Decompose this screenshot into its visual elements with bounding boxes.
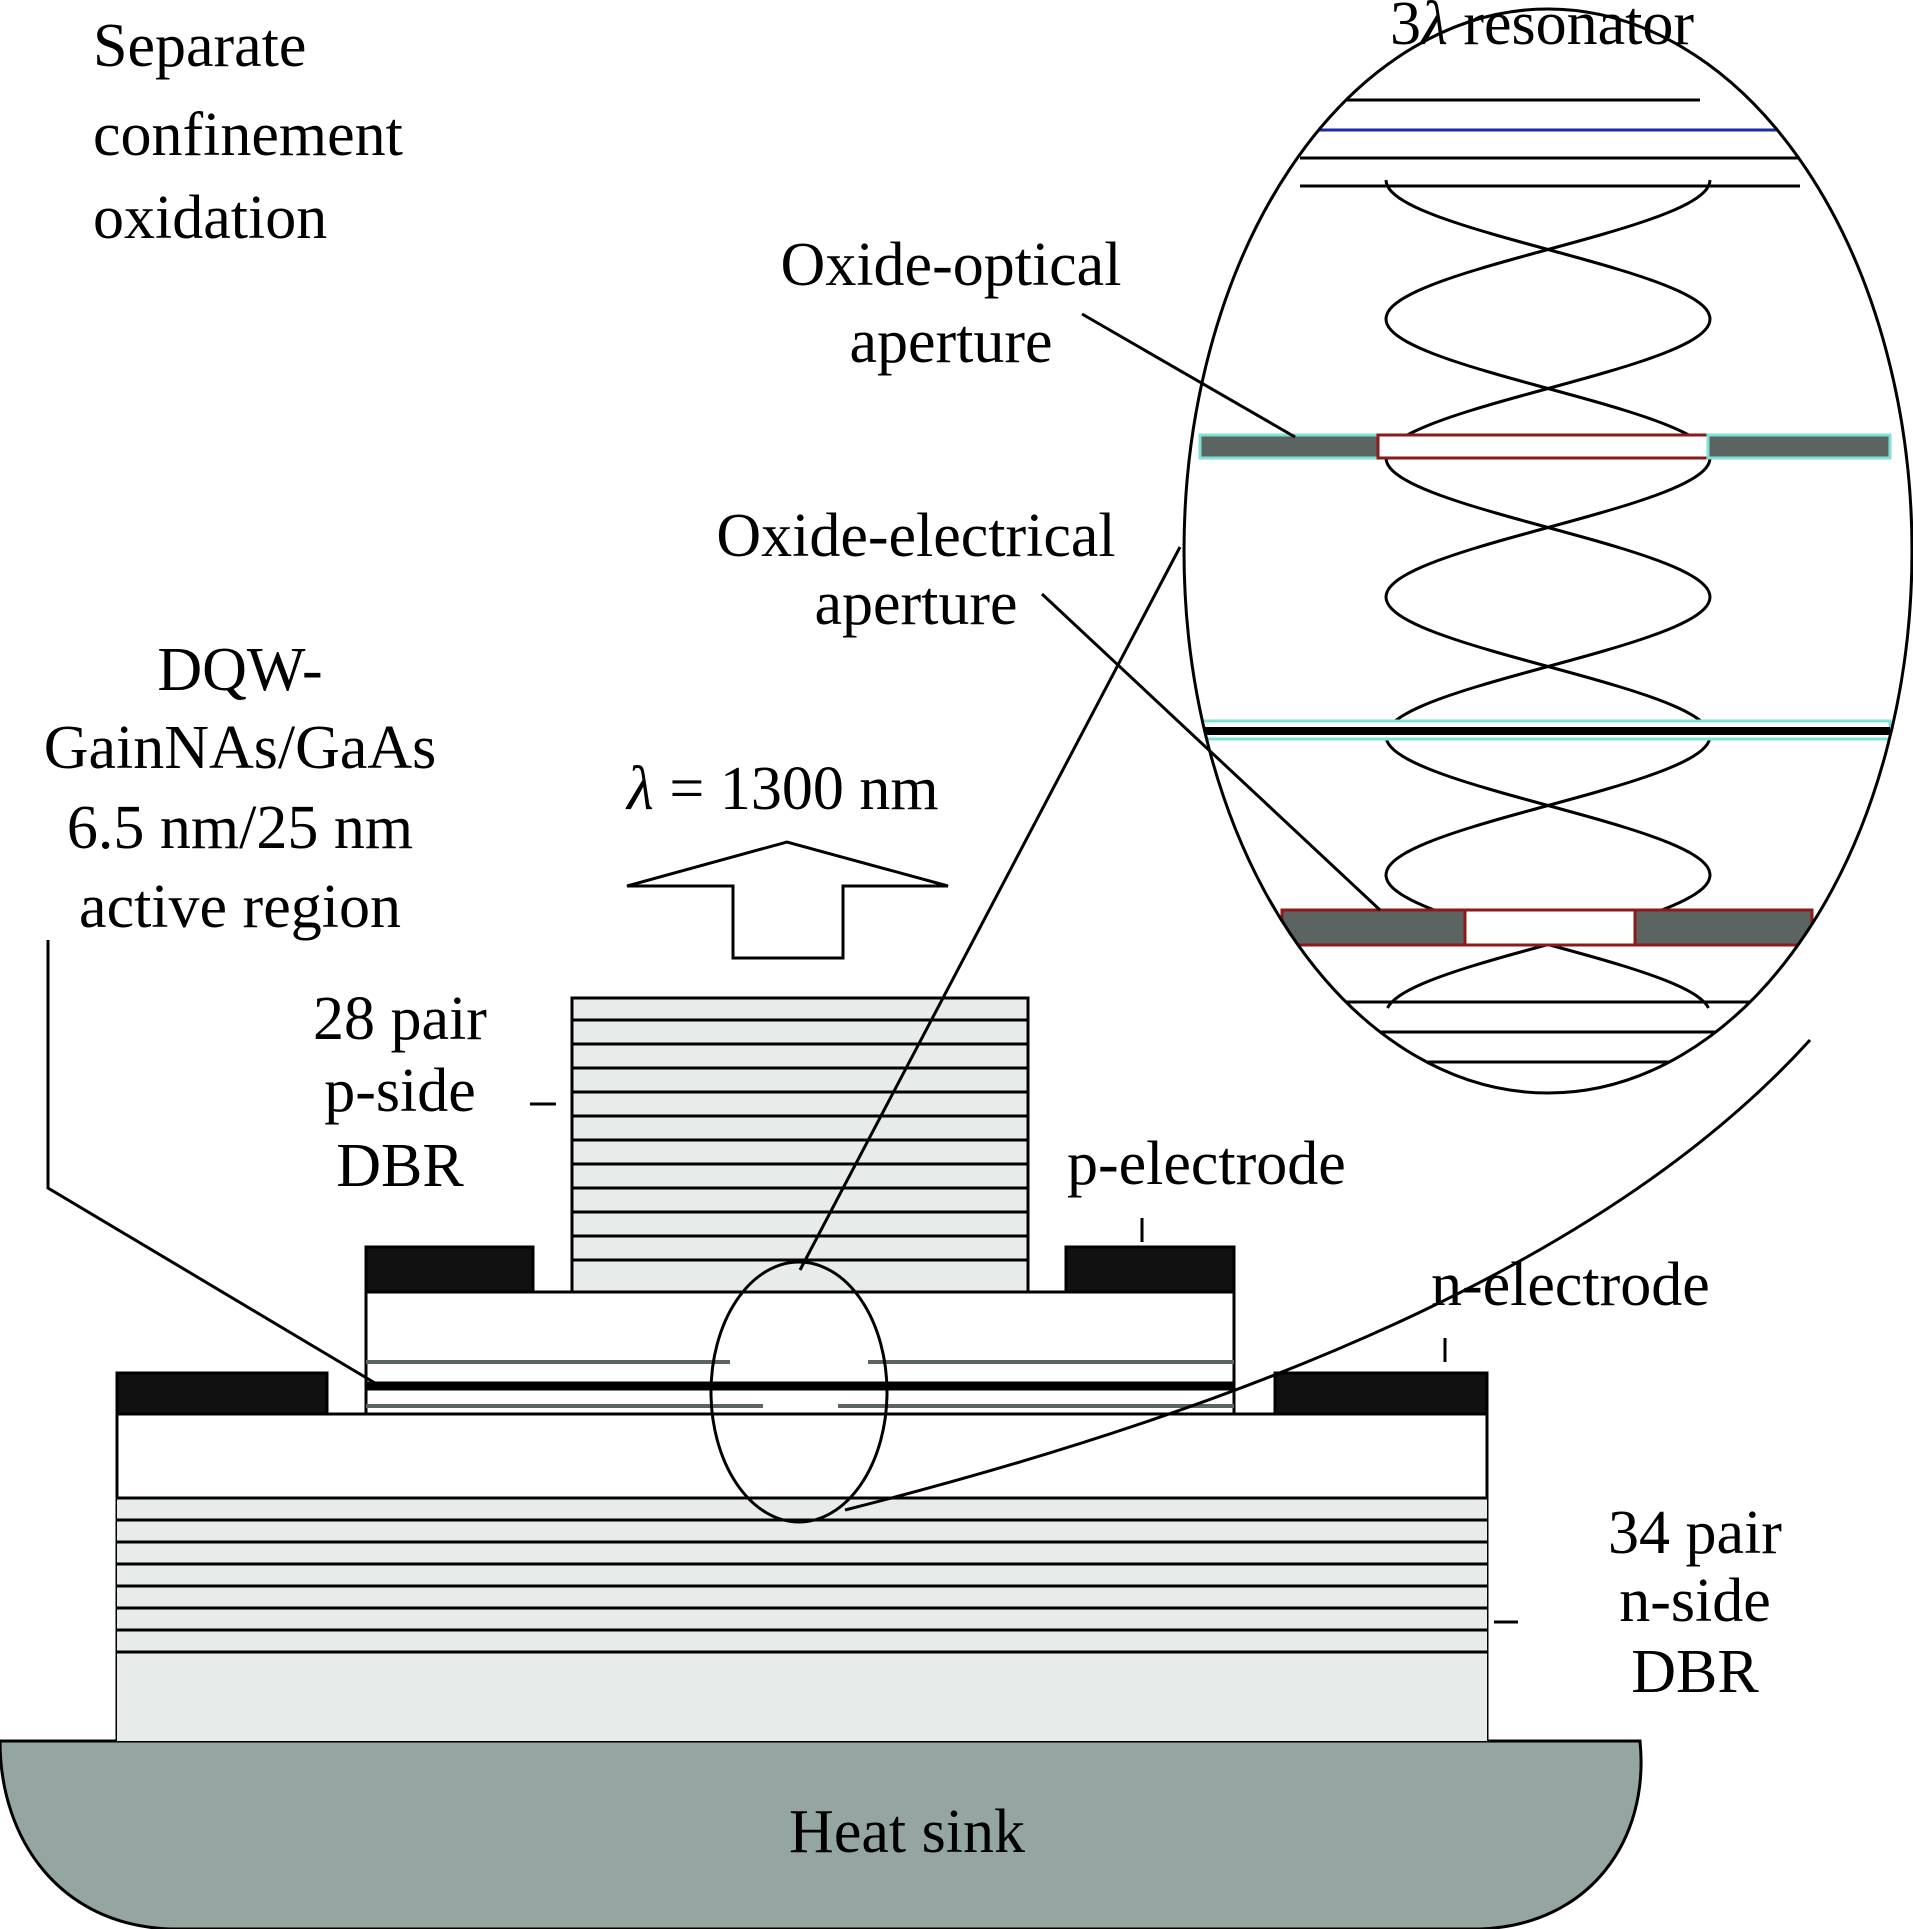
svg-text:active region: active region xyxy=(79,873,401,941)
p-electrode-right xyxy=(1064,1245,1236,1294)
p-side-dbr-label: 28 pair p-side DBR xyxy=(313,985,487,1200)
svg-text:28 pair: 28 pair xyxy=(313,985,487,1053)
svg-text:DQW-: DQW- xyxy=(157,636,322,704)
wavelength-label: λ = 1300 nm xyxy=(625,755,939,823)
active-layer xyxy=(1198,719,1892,741)
n-electrode-right xyxy=(1273,1371,1489,1416)
svg-text:n-side: n-side xyxy=(1619,1567,1771,1635)
n-electrode-left xyxy=(115,1371,329,1416)
svg-text:aperture: aperture xyxy=(814,570,1017,638)
svg-text:34 pair: 34 pair xyxy=(1608,1499,1782,1567)
electrical-aperture-label: Oxide-electrical aperture xyxy=(716,502,1115,638)
scox-label: Separate confinement oxidation xyxy=(93,12,403,252)
svg-text:oxidation: oxidation xyxy=(93,184,327,252)
svg-text:Separate: Separate xyxy=(93,12,306,80)
standing-wave xyxy=(1384,179,1712,1009)
svg-text:6.5 nm/25 nm: 6.5 nm/25 nm xyxy=(67,794,413,862)
svg-text:confinement: confinement xyxy=(93,101,403,169)
n-side-dbr-label: 34 pair n-side DBR xyxy=(1608,1499,1782,1706)
svg-text:DBR: DBR xyxy=(1631,1638,1759,1706)
magnified-resonator xyxy=(1182,7,1913,1095)
p-electrode-left xyxy=(364,1245,535,1294)
optical-aperture-label: Oxide-optical aperture xyxy=(781,231,1122,376)
heat-sink-label: Heat sink xyxy=(789,1798,1025,1866)
emission-arrow xyxy=(626,840,949,960)
p-electrode-label: p-electrode xyxy=(1067,1130,1346,1198)
svg-text:aperture: aperture xyxy=(849,308,1052,376)
magnified-view-circle xyxy=(1182,7,1913,1095)
svg-text:DBR: DBR xyxy=(336,1132,464,1200)
oxide-electrical-aperture-layer xyxy=(1280,908,1814,947)
svg-text:p-side: p-side xyxy=(324,1057,476,1125)
svg-text:Oxide-optical: Oxide-optical xyxy=(781,231,1122,299)
resonator-label: 3λ resonator xyxy=(1390,0,1694,58)
n-side-dbr xyxy=(117,1496,1487,1741)
leader-lines xyxy=(46,312,1518,1624)
n-electrode-label: n-electrode xyxy=(1431,1251,1710,1319)
svg-text:Oxide-electrical: Oxide-electrical xyxy=(716,502,1115,570)
dqw-label: DQW- GainNAs/GaAs 6.5 nm/25 nm active re… xyxy=(44,636,437,941)
svg-text:GainNAs/GaAs: GainNAs/GaAs xyxy=(44,714,437,782)
p-side-dbr xyxy=(570,996,1030,1294)
oxide-optical-aperture-layer xyxy=(1198,433,1892,460)
zoom-connector xyxy=(798,546,1812,1512)
heat-sink xyxy=(0,1739,1643,1929)
upper-mesa xyxy=(364,1290,1236,1416)
zoom-source-circle xyxy=(709,1260,889,1524)
oxide-layers xyxy=(366,1360,1234,1408)
